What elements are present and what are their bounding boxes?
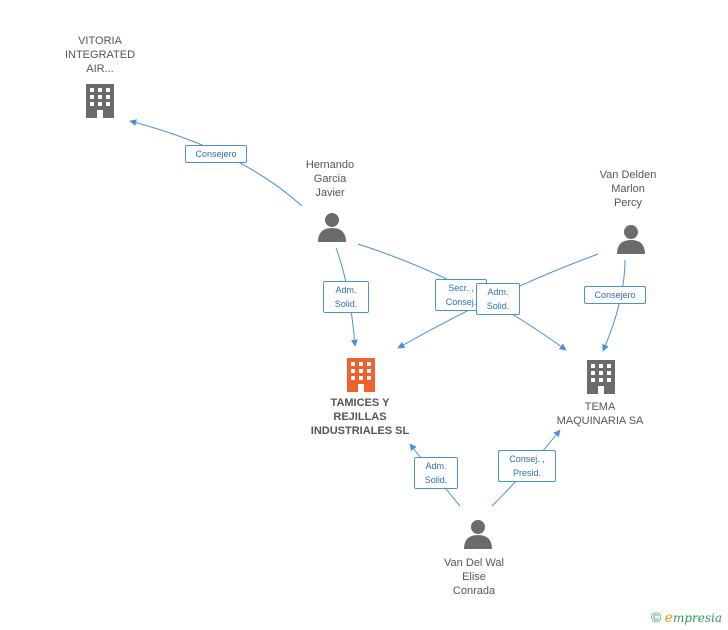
company-label-vitoria[interactable]: VITORIA INTEGRATED AIR... [64,35,136,75]
empresia-watermark: © empresia [651,609,722,626]
brand-initial: e [664,610,673,626]
person-label-vandelden[interactable]: Van Delden Marlon Percy [599,169,657,209]
person-label-hernando[interactable]: Hernando Garcia Javier [305,159,355,199]
building-icon [347,358,375,392]
person-label-vandelwal[interactable]: Van Del Wal Elise Conrada [444,557,504,597]
edge-vandelden-tema [602,259,626,352]
copyright-symbol: © [650,609,662,625]
building-icon [587,360,615,394]
edge-label-consejero[interactable]: Consejero [584,286,646,304]
person-icon [617,225,645,254]
edge-label-adm-solid[interactable]: Adm. Solid. [476,283,520,315]
edge-label-consejero[interactable]: Consejero [185,145,247,163]
brand-name: mpresia [672,611,722,625]
person-icon [464,520,492,549]
company-label-tema[interactable]: TEMA MAQUINARIA SA [556,401,644,427]
edge-hernando-vitoria [129,119,303,207]
edge-label-adm-solid[interactable]: Adm. Solid. [414,457,458,489]
building-icon [86,84,114,118]
person-icon [318,213,346,242]
company-label-tamices[interactable]: TAMICES Y REJILLAS INDUSTRIALES SL [310,397,410,437]
edge-label-consej-presid[interactable]: Consej. , Presid. [498,450,556,482]
edge-label-adm-solid[interactable]: Adm. Solid. [323,281,369,313]
